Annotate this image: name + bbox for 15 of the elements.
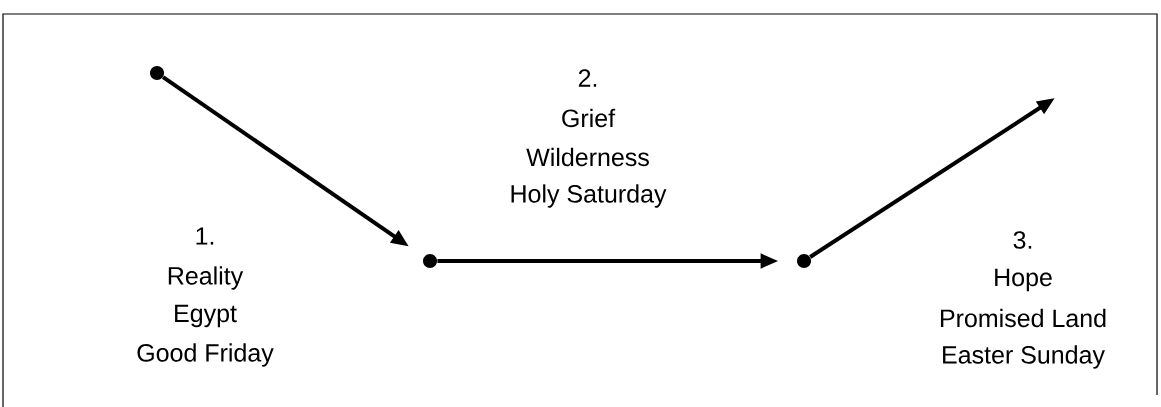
stage-label: Hope — [995, 268, 1052, 292]
stage-label: Good Friday — [137, 343, 274, 367]
stage-label: 2. — [578, 69, 597, 87]
stage-label: Reality — [168, 266, 244, 290]
stage-label: Easter Sunday — [943, 345, 1105, 369]
stage-label: Wilderness — [526, 147, 649, 167]
stage-label: Grief — [562, 108, 616, 128]
stage-label: 1. — [196, 227, 214, 245]
dot — [423, 254, 437, 268]
stage-label: Holy Saturday — [511, 184, 667, 208]
stage-label: Egypt — [175, 304, 237, 328]
stage-label: 3. — [1013, 231, 1032, 249]
dot — [797, 254, 811, 268]
stage-label: Promised Land — [941, 308, 1106, 328]
dot — [150, 66, 164, 80]
